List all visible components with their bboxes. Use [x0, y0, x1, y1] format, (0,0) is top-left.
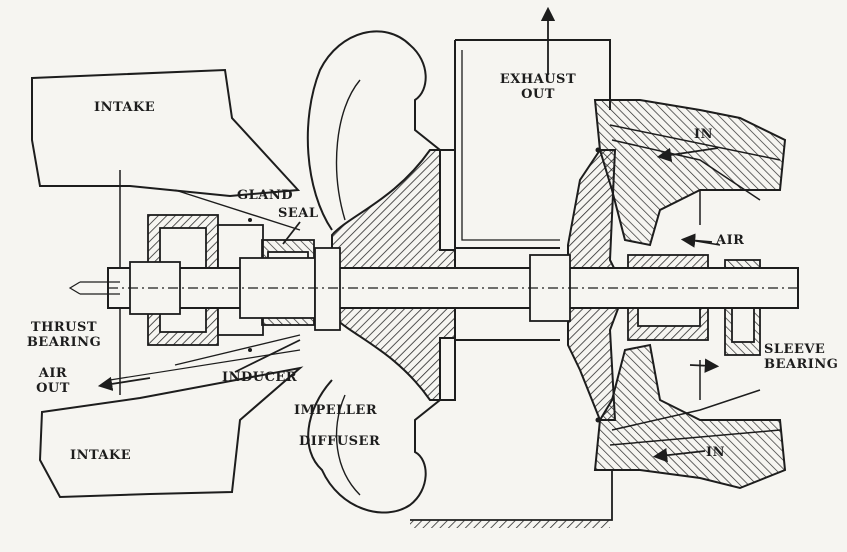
air-out-arrow-left	[97, 376, 151, 392]
intake-label-bottom: INTAKE	[70, 448, 132, 463]
compressor-volute-top	[306, 30, 441, 250]
in-label-bottom: IN	[706, 445, 725, 460]
turbine-inflow-arrow-bottom	[652, 448, 706, 463]
air-out-label-line1: AIR	[38, 366, 68, 381]
oil-flow-arrow	[689, 358, 720, 373]
air-out-label-line2: OUT	[36, 381, 70, 396]
turbine-inflow-arrow-top	[656, 147, 719, 163]
air-arrow-right	[680, 233, 713, 248]
intake-housing-bottom	[38, 366, 304, 499]
intake-label-top: INTAKE	[94, 100, 156, 115]
exhaust-outlet-duct	[454, 39, 611, 248]
gland-seal-leader	[282, 221, 301, 245]
sleeve-bearing-label-line1: SLEEVE	[764, 342, 826, 357]
air-label-right: AIR	[716, 233, 745, 248]
thrust-bearing-label: THRUST BEARING	[22, 320, 106, 350]
exhaust-label: EXHAUST OUT	[493, 72, 583, 102]
turbine-housing-bottom	[593, 343, 787, 490]
thrust-bearing-label-line2: BEARING	[26, 335, 102, 350]
in-label-top: IN	[694, 127, 713, 142]
exhaust-label-line1: EXHAUST	[499, 72, 577, 87]
exhaust-label-line2: OUT	[521, 87, 555, 102]
gland-label: GLAND	[237, 188, 293, 203]
sleeve-bearing-label-line2: BEARING	[764, 357, 839, 372]
inducer-label: INDUCER	[222, 370, 298, 385]
intake-housing-top	[31, 68, 301, 198]
sleeve-bearing-label: SLEEVE BEARING	[764, 342, 838, 372]
seal-label: SEAL	[278, 206, 319, 221]
air-out-label: AIR OUT	[26, 366, 80, 396]
turbine-housing-top	[593, 99, 787, 247]
compressor-volute-bottom	[307, 340, 441, 514]
inducer-leader	[234, 339, 301, 373]
impeller-label: IMPELLER	[294, 403, 378, 418]
thrust-bearing-label-line1: THRUST	[30, 320, 98, 335]
diffuser-label: DIFFUSER	[299, 434, 381, 449]
